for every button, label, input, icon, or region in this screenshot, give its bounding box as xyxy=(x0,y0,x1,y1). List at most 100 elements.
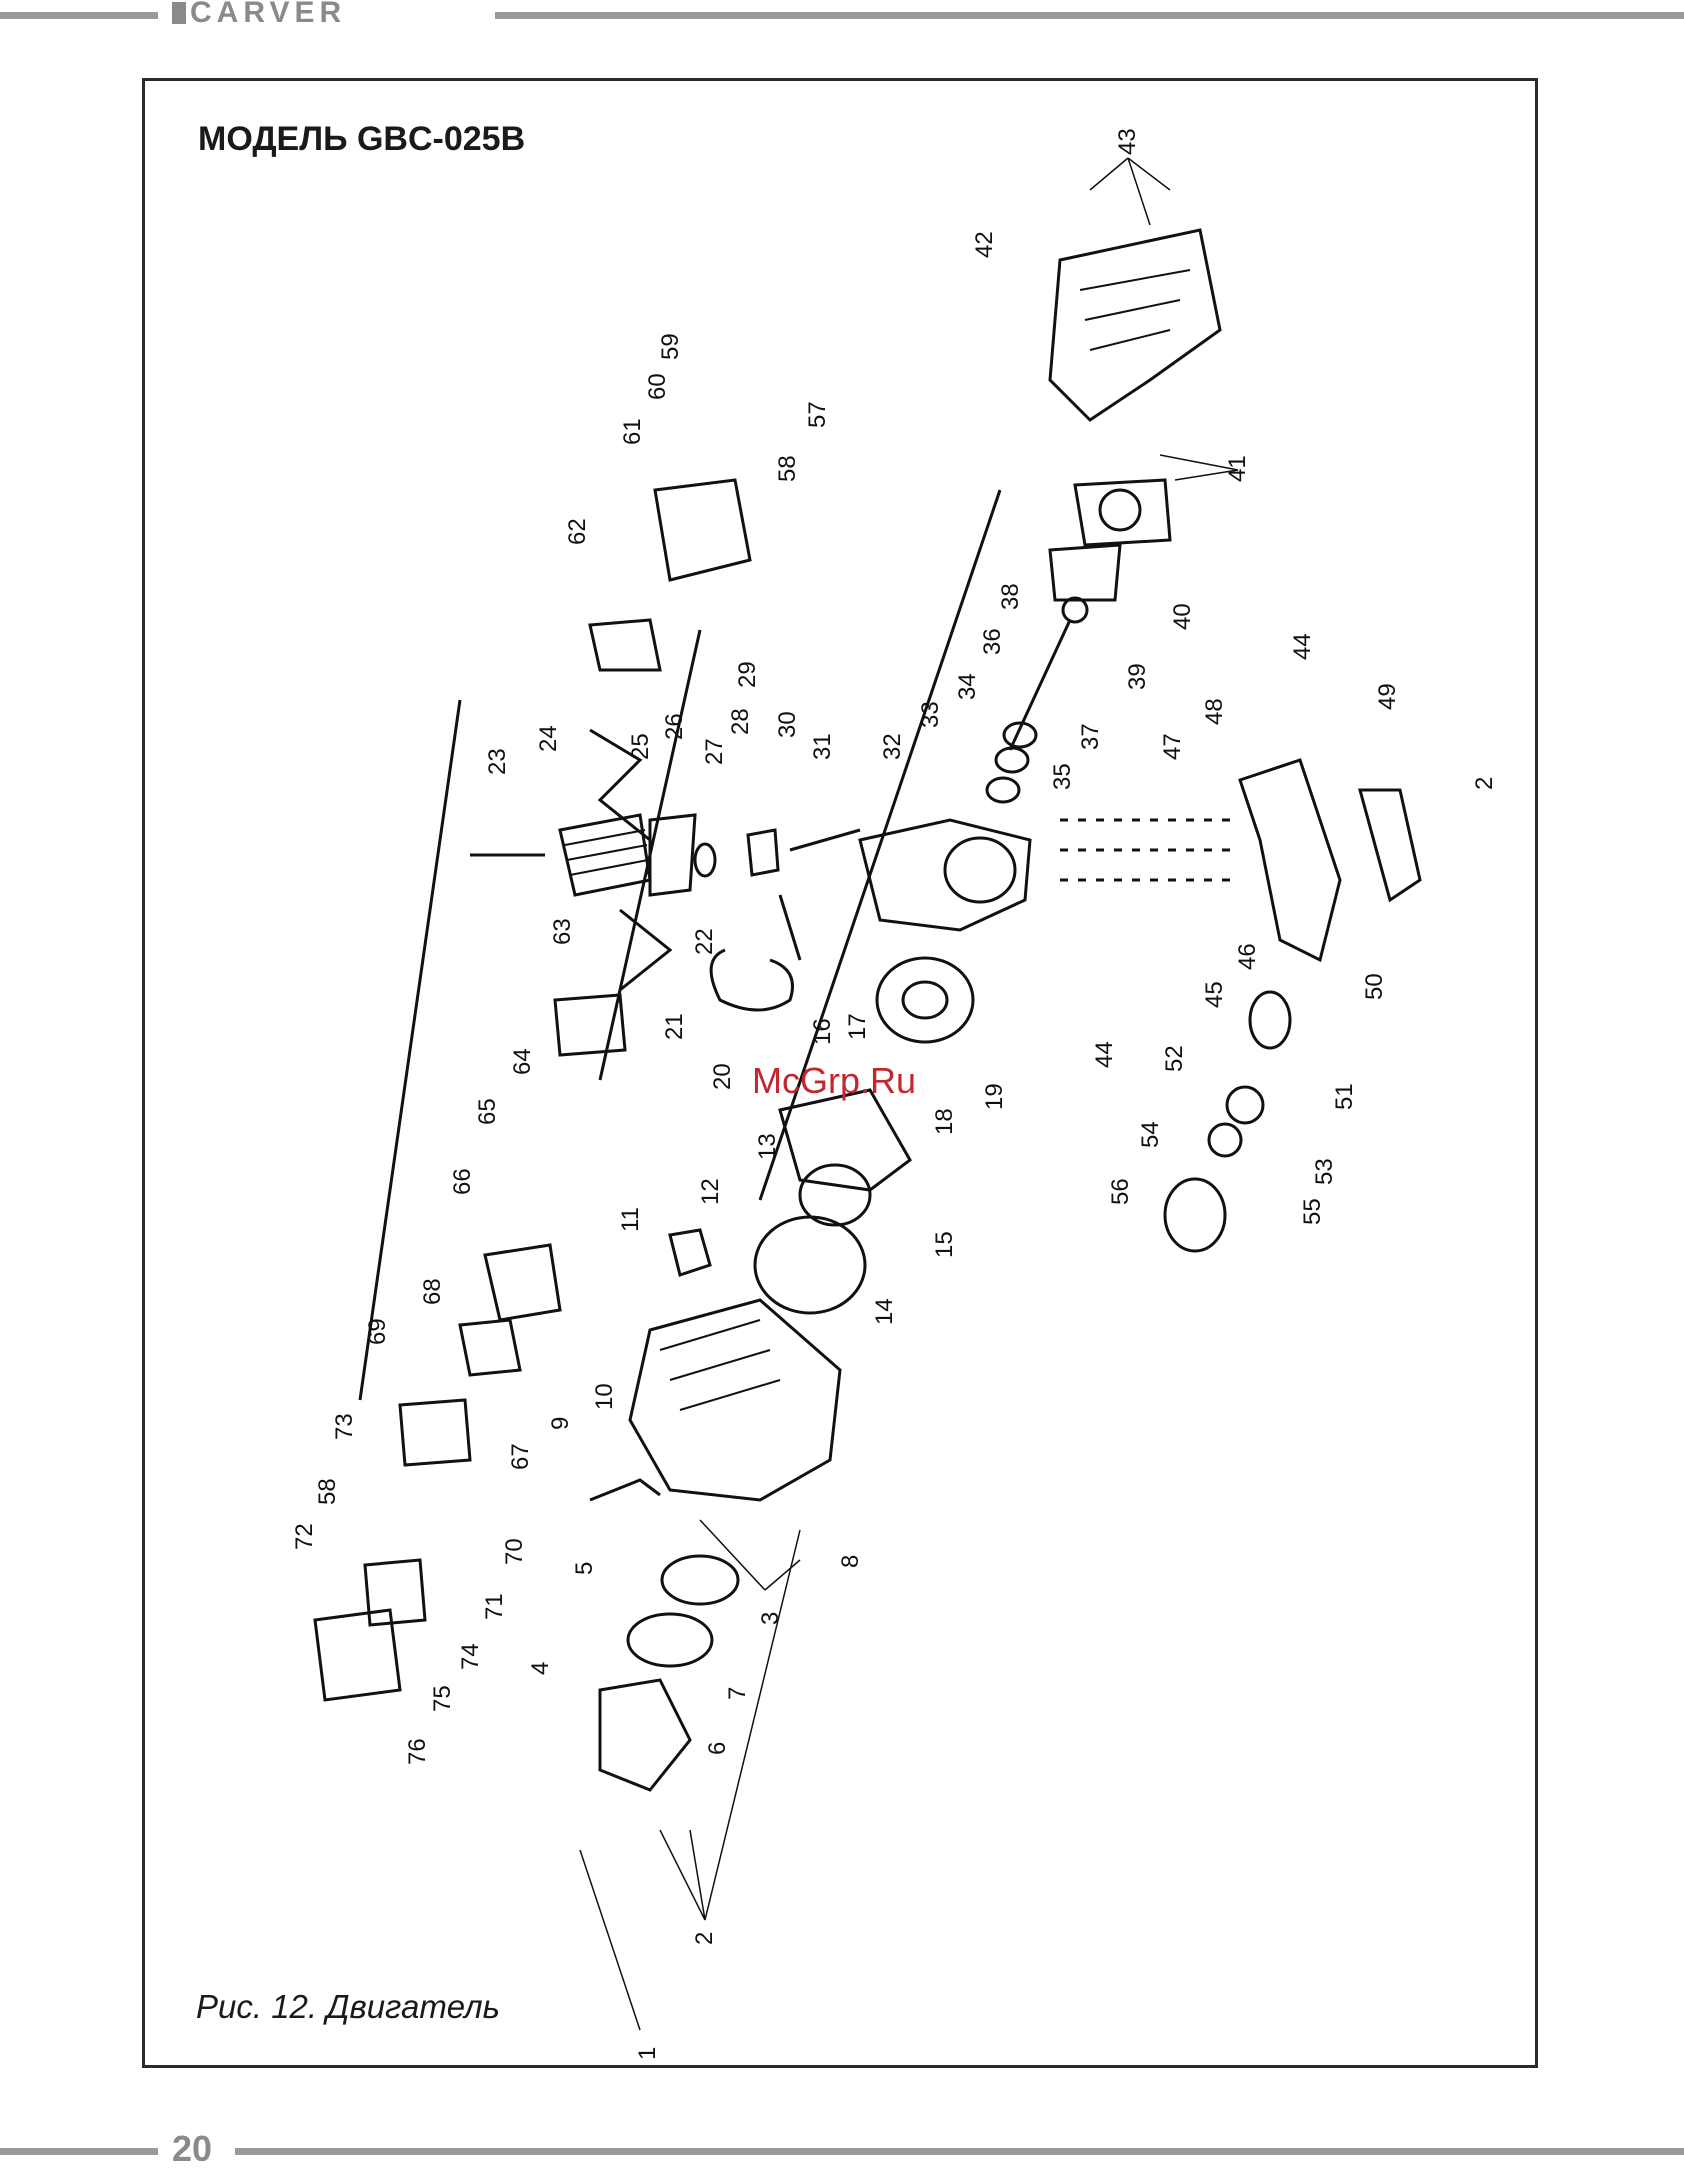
leader-1 xyxy=(580,1850,640,2030)
callout-30: 30 xyxy=(774,711,801,738)
callout-26: 26 xyxy=(661,713,688,740)
callout-2-right: 2 xyxy=(1471,777,1498,790)
callout-69: 69 xyxy=(364,1318,391,1345)
part-21-ignition xyxy=(711,950,792,1010)
callout-39: 39 xyxy=(1124,663,1151,690)
callout-40: 40 xyxy=(1169,603,1196,630)
leader-3 xyxy=(700,1520,800,1590)
callout-29: 29 xyxy=(734,661,761,688)
part-11-label-plate xyxy=(670,1230,710,1275)
part-22-wire xyxy=(780,895,800,960)
callout-17: 17 xyxy=(844,1013,871,1040)
part-69-filter-plate xyxy=(400,1400,470,1465)
part-49-bracket xyxy=(1360,790,1420,900)
callout-44-upper: 44 xyxy=(1289,633,1316,660)
callout-47: 47 xyxy=(1159,733,1186,760)
callout-68: 68 xyxy=(419,1278,446,1305)
part-24-cylinder xyxy=(560,815,650,895)
callout-42: 42 xyxy=(971,231,998,258)
footer-rule-left xyxy=(0,2148,158,2155)
part-53-seal xyxy=(1209,1124,1241,1156)
callout-43: 43 xyxy=(1114,128,1141,155)
callout-49: 49 xyxy=(1374,683,1401,710)
callout-2-lower: 2 xyxy=(691,1932,718,1945)
callout-50: 50 xyxy=(1361,973,1388,1000)
callout-75: 75 xyxy=(429,1685,456,1712)
callout-8: 8 xyxy=(837,1555,864,1568)
callout-62: 62 xyxy=(564,518,591,545)
part-8-fan-housing xyxy=(630,1300,840,1500)
part-62-gasket xyxy=(590,620,660,670)
callout-6: 6 xyxy=(704,1742,731,1755)
part-42-shroud xyxy=(1050,230,1220,420)
part-75-filter xyxy=(365,1560,425,1625)
callout-46: 46 xyxy=(1234,943,1261,970)
callout-70: 70 xyxy=(501,1538,528,1565)
callout-1: 1 xyxy=(634,2047,661,2060)
callout-38: 38 xyxy=(997,583,1024,610)
leader-43 xyxy=(1090,158,1170,225)
part-35-bearing xyxy=(987,778,1019,802)
callout-14: 14 xyxy=(871,1298,898,1325)
callout-10: 10 xyxy=(591,1383,618,1410)
callout-23: 23 xyxy=(484,748,511,775)
callout-45: 45 xyxy=(1201,981,1228,1008)
callout-54: 54 xyxy=(1137,1121,1164,1148)
callout-52: 52 xyxy=(1161,1045,1188,1072)
callout-27: 27 xyxy=(701,738,728,765)
callout-13: 13 xyxy=(754,1133,781,1160)
part-52-cap xyxy=(1227,1087,1263,1123)
callout-44-lower: 44 xyxy=(1091,1041,1118,1068)
callout-66: 66 xyxy=(449,1168,476,1195)
callout-31: 31 xyxy=(809,733,836,760)
figure-caption: Рис. 12. Двигатель xyxy=(196,1988,500,2026)
part-7-pulley xyxy=(662,1556,738,1604)
callout-20: 20 xyxy=(709,1063,736,1090)
callout-60: 60 xyxy=(644,373,671,400)
callout-15: 15 xyxy=(931,1231,958,1258)
callout-28: 28 xyxy=(727,708,754,735)
callout-63: 63 xyxy=(549,918,576,945)
callout-59: 59 xyxy=(657,333,684,360)
callout-64: 64 xyxy=(509,1048,536,1075)
footer-rule-right xyxy=(235,2148,1684,2155)
callout-72: 72 xyxy=(291,1523,318,1550)
callout-34: 34 xyxy=(954,673,981,700)
part-56-cap xyxy=(1165,1179,1225,1251)
callout-4: 4 xyxy=(527,1662,554,1675)
watermark: McGrp.Ru xyxy=(752,1060,916,1102)
callout-11: 11 xyxy=(617,1207,644,1232)
part-63-gasket xyxy=(555,995,625,1055)
part-66-plate xyxy=(485,1245,560,1320)
callout-25: 25 xyxy=(627,733,654,760)
part-15-plate xyxy=(780,1090,910,1190)
callout-73: 73 xyxy=(331,1413,358,1440)
part-39-gasket xyxy=(1050,545,1120,600)
callout-16: 16 xyxy=(809,1018,836,1045)
callout-19: 19 xyxy=(981,1083,1008,1110)
callout-58-lower: 58 xyxy=(314,1478,341,1505)
part-50-tank xyxy=(1240,760,1340,960)
dash-connector xyxy=(1060,820,1240,880)
callout-57: 57 xyxy=(804,401,831,428)
part-27-piston xyxy=(748,830,778,875)
part-6-spring xyxy=(628,1614,712,1666)
callout-18: 18 xyxy=(931,1108,958,1135)
callout-55: 55 xyxy=(1299,1198,1326,1225)
part-12-housing xyxy=(755,1217,865,1313)
callout-67: 67 xyxy=(507,1443,534,1470)
callout-61: 61 xyxy=(619,418,646,445)
callout-12: 12 xyxy=(697,1178,724,1205)
callout-36: 36 xyxy=(979,628,1006,655)
callout-74: 74 xyxy=(457,1643,484,1670)
callout-35: 35 xyxy=(1049,763,1076,790)
callout-56: 56 xyxy=(1107,1178,1134,1205)
part-34-bearing xyxy=(996,748,1028,772)
callout-58-upper: 58 xyxy=(774,455,801,482)
callout-65: 65 xyxy=(474,1098,501,1125)
callout-9: 9 xyxy=(547,1417,574,1430)
callout-71: 71 xyxy=(481,1593,508,1620)
part-4-starter-cover xyxy=(600,1680,690,1790)
part-67-carburetor xyxy=(460,1320,520,1375)
part-31-conrod xyxy=(790,830,860,850)
